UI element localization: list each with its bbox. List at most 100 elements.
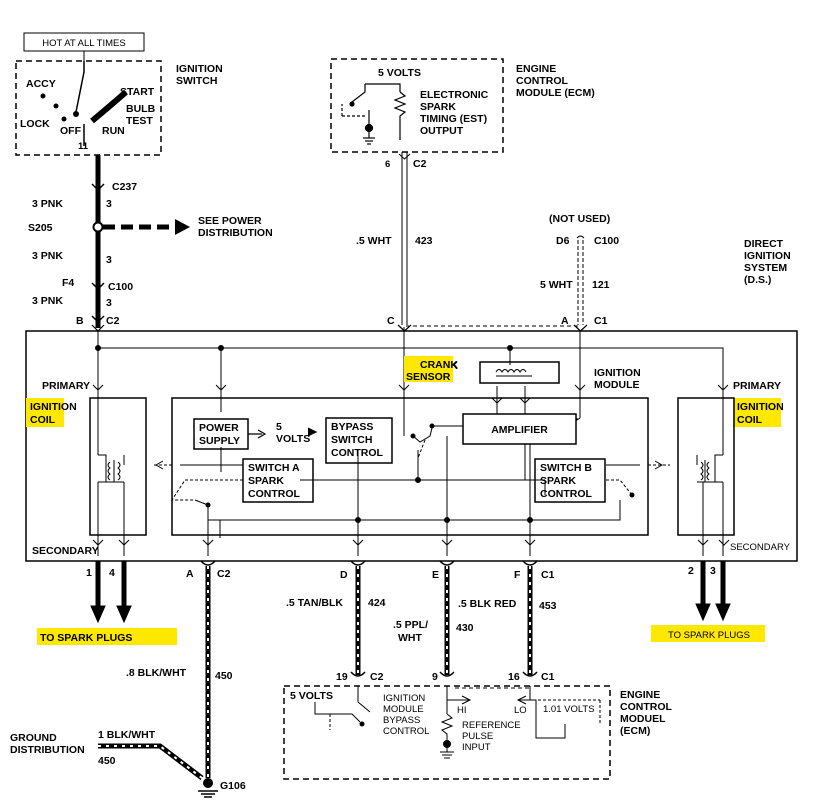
switch-a-label-1: SWITCH A xyxy=(248,462,300,474)
switch-b-label-1: SWITCH B xyxy=(540,462,592,474)
dis-title-2: IGNITION xyxy=(744,250,791,262)
ecm-top-box xyxy=(330,58,504,153)
pin-b: B xyxy=(76,315,84,327)
wire-3pnk-3-circuit: 3 xyxy=(106,297,112,309)
ground-wire-circuit: 450 xyxy=(215,670,233,682)
switch-b-label-3: CONTROL xyxy=(540,488,592,500)
wire-453-gauge: .5 BLK RED xyxy=(458,598,517,610)
ignition-module-label: IGNITION xyxy=(594,367,641,379)
ecm-bottom-title-3: MODUEL xyxy=(620,713,666,725)
ecm-bottom-5volts: 5 VOLTS xyxy=(290,690,333,702)
pin-4: 4 xyxy=(109,567,115,579)
bypass-control-label-3: BYPASS xyxy=(383,715,420,726)
switch-accy-label: ACCY xyxy=(26,78,56,90)
pnk-power-wire xyxy=(91,155,190,328)
bypass-switch-control-block xyxy=(325,417,393,464)
wire-121-gauge: 5 WHT xyxy=(540,279,573,291)
ignition-module-label-2: MODULE xyxy=(594,379,640,391)
switch-start-label: START xyxy=(120,86,155,98)
est-wire-423 xyxy=(398,152,411,325)
est-output-label-2: SPARK xyxy=(420,101,456,113)
bypass-control-label-4: CONTROL xyxy=(383,726,429,737)
reference-pulse-label-3: INPUT xyxy=(462,742,491,753)
connector-c1-bottom: C1 xyxy=(541,569,555,581)
dis-title-4: (D.S.) xyxy=(744,274,771,286)
ecm-top-title-2: CONTROL xyxy=(516,75,568,87)
wire-424-gauge: .5 TAN/BLK xyxy=(286,597,343,609)
bypass-label-1: BYPASS xyxy=(331,421,373,433)
ignition-coil-right-label-2: COIL xyxy=(737,414,763,426)
power-supply-5: 5 xyxy=(276,421,282,433)
crank-sensor-box xyxy=(479,361,560,384)
connector-c2-ecm: C2 xyxy=(370,671,384,683)
wire-430-circuit: 430 xyxy=(456,622,474,634)
pin-f: F xyxy=(514,569,521,581)
spark-plugs-right-highlight xyxy=(651,625,765,642)
ecm-bottom-title-2: CONTROL xyxy=(620,701,672,713)
ecm-bottom-title: ENGINE xyxy=(620,689,660,701)
ignition-coil-left-label-2: COIL xyxy=(30,414,56,426)
dis-title-3: SYSTEM xyxy=(744,262,787,274)
spark-plugs-right-label: TO SPARK PLUGS xyxy=(668,630,750,641)
est-output-label: ELECTRONIC xyxy=(420,89,489,101)
crank-sensor-text-2: SENSOR xyxy=(406,371,451,383)
not-used-d6: D6 xyxy=(556,235,570,247)
connector-c100: C100 xyxy=(108,281,133,293)
primary-left-label: PRIMARY xyxy=(42,380,90,392)
spark-plugs-left-highlight xyxy=(37,628,177,645)
splice-s205: S205 xyxy=(28,222,53,234)
switch-bulb-label: BULB xyxy=(126,103,156,115)
est-output-label-4: OUTPUT xyxy=(420,125,464,137)
dis-module-outline xyxy=(25,330,798,562)
fuse-f4: F4 xyxy=(62,277,74,289)
ecm-top-internal-circuit xyxy=(341,83,407,145)
wire-3pnk-2-circuit: 3 xyxy=(106,254,112,266)
see-power-distribution-2: DISTRIBUTION xyxy=(198,227,273,239)
amplifier-block xyxy=(462,413,577,445)
ecm-signal-wires xyxy=(350,560,538,677)
wire-3pnk-1: 3 PNK xyxy=(32,198,63,210)
ignition-coil-right xyxy=(677,397,735,536)
est-wire-gauge: .5 WHT xyxy=(356,235,392,247)
switch-run-label: RUN xyxy=(102,125,125,137)
ecm-lo-label: LO xyxy=(514,705,527,716)
see-power-distribution: SEE POWER xyxy=(198,215,262,227)
connector-c2-bottom: C2 xyxy=(217,568,231,580)
connector-c1-ecm: C1 xyxy=(541,671,555,683)
pin-9: 9 xyxy=(432,671,438,683)
pin-a-bottom: A xyxy=(186,568,194,580)
pin-2: 2 xyxy=(688,565,694,577)
pin-c-top: C xyxy=(387,315,395,327)
wire-430-gauge: .5 PPL/ xyxy=(393,619,428,631)
switch-a-label-3: CONTROL xyxy=(248,488,300,500)
ignition-switch-title-2: SWITCH xyxy=(176,75,217,87)
ecm-top-title-3: MODULE (ECM) xyxy=(516,87,595,99)
ground-wire-gauge: .8 BLK/WHT xyxy=(126,667,187,679)
est-output-label-3: TIMING (EST) xyxy=(420,113,487,125)
power-supply-arrow xyxy=(248,429,267,439)
not-used-c100: C100 xyxy=(594,235,619,247)
switch-test-label: TEST xyxy=(126,115,153,127)
wire-121-circuit: 121 xyxy=(592,279,610,291)
ecm-top-conn-c2: C2 xyxy=(413,158,427,170)
module-internal-wiring xyxy=(92,325,730,556)
ecm-top-5volts: 5 VOLTS xyxy=(378,67,421,79)
crank-sensor-coil xyxy=(495,369,532,377)
switch-a-block xyxy=(242,458,314,503)
ignition-switch-symbol xyxy=(40,61,128,146)
switch-lock-label: LOCK xyxy=(20,118,50,130)
ignition-coil-right-highlight xyxy=(733,398,781,427)
ecm-top-title: ENGINE xyxy=(516,63,556,75)
switch-off-label: OFF xyxy=(60,125,82,137)
wire-424-circuit: 424 xyxy=(368,597,386,609)
ecm-hi-label: HI xyxy=(457,705,467,716)
ecm-bottom-internal-circuit xyxy=(314,686,601,759)
ground-distribution-label: GROUND xyxy=(10,732,57,744)
connector-c237: C237 xyxy=(112,181,137,193)
ground-distribution-label-2: DISTRIBUTION xyxy=(10,744,85,756)
pin-19: 19 xyxy=(336,671,348,683)
connector-c2-top: C2 xyxy=(106,315,120,327)
crank-sensor-highlight xyxy=(404,356,453,382)
power-supply-label-2: SUPPLY xyxy=(199,435,240,447)
